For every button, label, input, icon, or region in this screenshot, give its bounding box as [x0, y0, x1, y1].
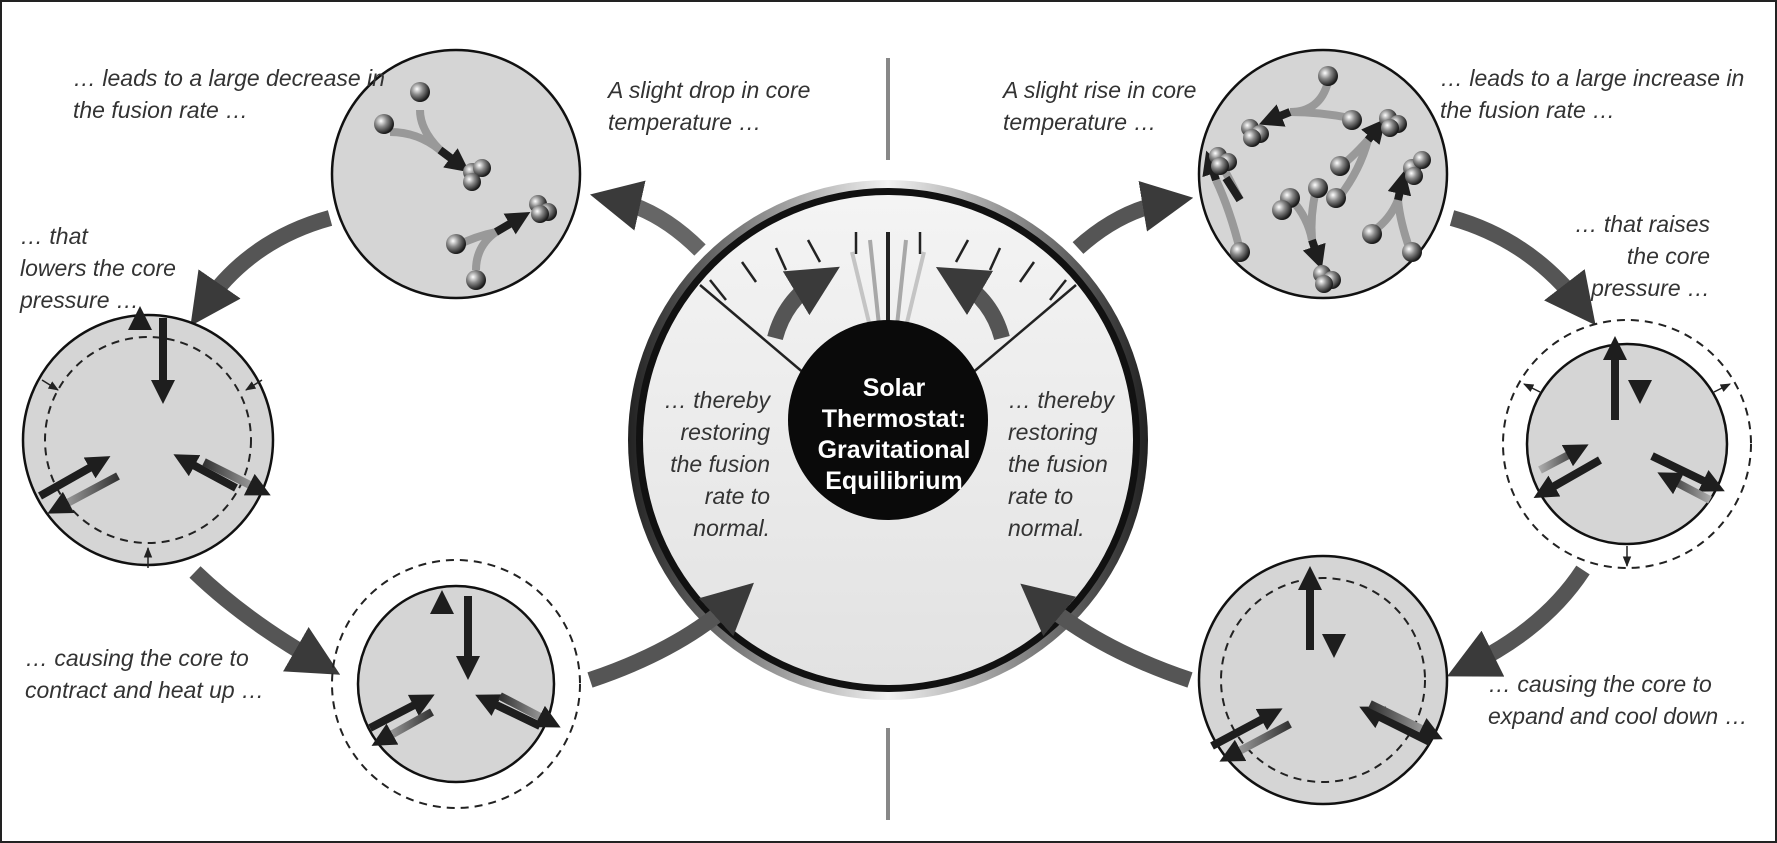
title-line: Gravitational: [817, 436, 971, 464]
dial-title: Solar Thermostat: Gravitational Equilibr…: [800, 373, 988, 497]
thermostat-dial: [628, 180, 1148, 700]
right-expanded-circle: [1197, 554, 1449, 806]
dial-ticks: [699, 232, 1077, 381]
arrow-right-top-to-right-mid: [1449, 210, 1596, 326]
arrow-left-bottom-to-dial: [587, 582, 754, 688]
dial-arrow-right: [935, 267, 1010, 341]
dial-note-right: … thereby restoring the fusion rate to n…: [1008, 387, 1115, 541]
arrow-right-mid-to-right-bottom: [1447, 565, 1590, 677]
right-fusion-circle: [1197, 48, 1449, 300]
left-fusion-circle: [330, 48, 582, 300]
arrow-left-mid-to-left-bottom: [189, 566, 341, 675]
title-line: Thermostat:: [821, 405, 967, 433]
title-line: Solar: [862, 374, 926, 402]
dial-needle-ghosts: [850, 239, 926, 336]
left-pressure-circle: [21, 306, 275, 568]
dial-note-left: … thereby restoring the fusion rate to n…: [663, 387, 770, 541]
dial-arrow-left: [767, 266, 840, 341]
right-pressure-circle: [1502, 319, 1752, 569]
arrow-dial-to-left-top: [590, 180, 706, 256]
arrow-left-top-to-left-mid: [190, 210, 333, 327]
left-contracted-circle: [331, 559, 581, 809]
title-line: Equilibrium: [825, 467, 963, 495]
arrow-dial-to-right-top: [1072, 180, 1194, 254]
arrow-right-bottom-to-dial: [1020, 583, 1193, 688]
dial-center-hub: [788, 320, 988, 520]
cycle-arrows: [189, 180, 1596, 688]
